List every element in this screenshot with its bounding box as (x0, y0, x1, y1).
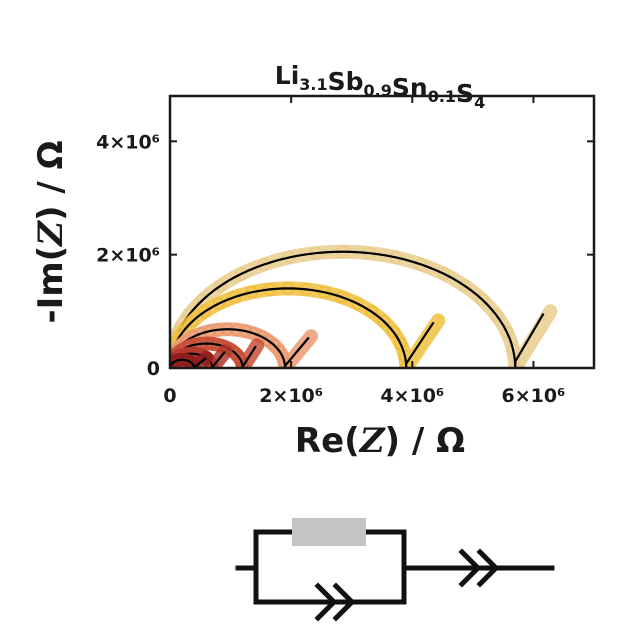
chart-title: Li3.1Sb0.9Sn0.1S4 (275, 61, 485, 112)
data-point (475, 293, 489, 307)
data-point (212, 297, 226, 311)
data-point (234, 267, 248, 281)
title-subscript-3: 4 (474, 93, 485, 112)
fit-line (174, 287, 435, 368)
fit-line (170, 357, 207, 368)
data-point (458, 279, 472, 293)
y-axis-label: -Im(Z) / Ω (31, 140, 71, 323)
title-part-2: Sn (392, 73, 428, 102)
x-axis-label: Re(Z) / Ω (295, 421, 465, 461)
data-point (335, 290, 349, 304)
data-point (257, 257, 271, 271)
data-point (187, 361, 201, 368)
data-point (351, 297, 364, 311)
data-point (275, 349, 289, 363)
data-point (186, 314, 200, 328)
data-point (393, 336, 407, 350)
x-tick-label: 2×10⁶ (259, 385, 323, 407)
y-tick-label: 2×10⁶ (96, 245, 160, 267)
data-point (198, 305, 212, 319)
data-point (205, 361, 219, 368)
data-point (247, 327, 261, 340)
title-subscript-0: 3.1 (299, 75, 327, 94)
y-tick-label: 0 (147, 358, 160, 380)
plot-frame (168, 94, 596, 370)
x-tick-label: 6×10⁶ (501, 385, 565, 407)
circuit-parallel-loop (253, 529, 407, 605)
data-point (500, 325, 514, 339)
title-part-0: Li (275, 61, 300, 90)
fit-line (177, 250, 545, 368)
plot-area: 0 2×10⁶ 4×10⁶ 6×10⁶ 0 2×10⁶ 4×10⁶ (96, 94, 596, 407)
title-part-3: S (456, 79, 474, 108)
data-point (214, 279, 228, 293)
cpe-parallel-icon (314, 582, 356, 622)
resistor-icon (292, 518, 366, 546)
data-point (414, 257, 428, 271)
data-point (365, 305, 379, 319)
data-point (386, 325, 400, 339)
x-tick-label: 4×10⁶ (380, 385, 444, 407)
equivalent-circuit (235, 518, 555, 622)
data-point (437, 267, 451, 281)
y-tick-label: 4×10⁶ (96, 131, 160, 153)
x-tick-label: 0 (163, 385, 176, 407)
cpe-series-icon (458, 548, 500, 588)
title-part-1: Sb (328, 67, 364, 96)
data-point (228, 290, 241, 304)
series-1 (170, 281, 446, 368)
data-point (377, 314, 391, 328)
data-point (489, 308, 503, 322)
